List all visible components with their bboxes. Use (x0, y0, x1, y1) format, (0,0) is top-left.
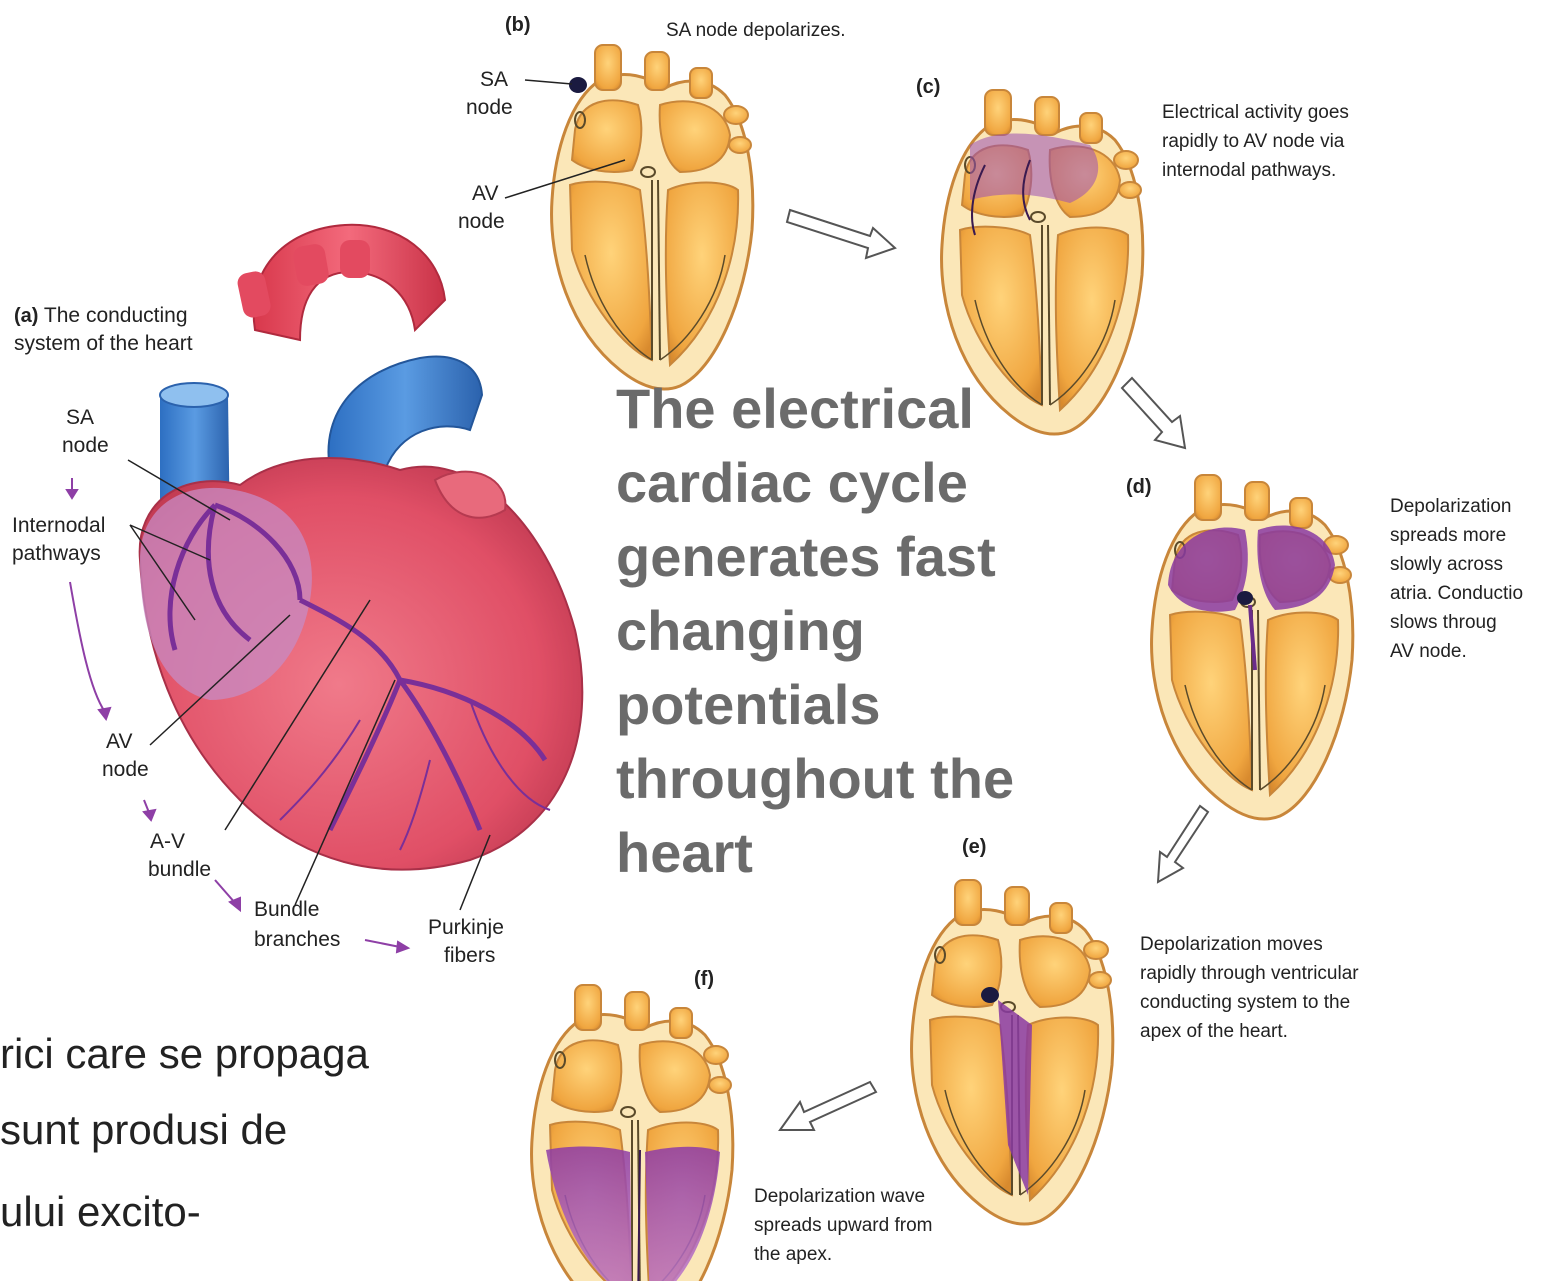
label-sa-node: SA (66, 404, 94, 431)
panel-d-caption: atria. Conductio (1390, 579, 1523, 608)
panel-f-caption: spreads upward from (754, 1211, 932, 1240)
panel-a-title: (a) The conducting (14, 302, 188, 330)
panel-b-caption: SA node depolarizes. (666, 16, 846, 45)
panel-a-title-line: The conducting (44, 304, 188, 327)
panel-d-tag: (d) (1126, 474, 1152, 501)
heart-panel-d (1152, 475, 1353, 819)
slide-text-line: rici care se propaga (0, 1030, 369, 1078)
panel-b-sa-label: SA (480, 66, 508, 93)
panel-f-caption: Depolarization wave (754, 1182, 925, 1211)
panel-b-tag: (b) (505, 12, 531, 39)
label-bundle-branches: Bundle (254, 896, 319, 923)
panel-c-caption: internodal pathways. (1162, 156, 1336, 185)
panel-d-caption: slows throug (1390, 608, 1497, 637)
headline-line: throughout the (616, 742, 1056, 816)
heart-panel-e (912, 880, 1113, 1224)
label-internodal: Internodal (12, 512, 105, 539)
headline-line: The electrical (616, 372, 1056, 446)
headline-line: heart (616, 816, 1056, 890)
panel-c-caption: Electrical activity goes (1162, 98, 1349, 127)
label-av-bundle: A-V (150, 828, 185, 855)
heart-panel-f (532, 985, 733, 1281)
panel-e-caption: rapidly through ventricular (1140, 959, 1359, 988)
headline-line: generates fast (616, 520, 1056, 594)
label-purkinje: Purkinje (428, 914, 504, 941)
panel-a-title-line: system of the heart (14, 330, 193, 357)
panel-d-caption: slowly across (1390, 550, 1503, 579)
panel-d-caption: AV node. (1390, 637, 1467, 666)
slide-text-line: ului excito- (0, 1188, 201, 1236)
panel-d-caption: spreads more (1390, 521, 1506, 550)
label-bundle-branches: branches (254, 926, 340, 953)
panel-e-tag: (e) (962, 834, 986, 861)
label-av-node: AV (106, 728, 132, 755)
headline-line: potentials (616, 668, 1056, 742)
slide-text-line: sunt produsi de (0, 1106, 287, 1154)
label-av-bundle: bundle (148, 856, 211, 883)
heart-panel-b (552, 45, 753, 389)
label-sa-node: node (62, 432, 109, 459)
panel-e-caption: Depolarization moves (1140, 930, 1323, 959)
headline-line: changing (616, 594, 1056, 668)
headline: The electrical cardiac cycle generates f… (616, 372, 1056, 890)
panel-c-tag: (c) (916, 74, 940, 101)
panel-b-av-label: node (458, 208, 505, 235)
headline-line: cardiac cycle (616, 446, 1056, 520)
label-purkinje: fibers (444, 942, 495, 969)
panel-e-caption: apex of the heart. (1140, 1017, 1288, 1046)
panel-c-caption: rapidly to AV node via (1162, 127, 1344, 156)
label-internodal: pathways (12, 540, 101, 567)
panel-a-tag: (a) (14, 305, 38, 327)
panel-b-sa-label: node (466, 94, 513, 121)
panel-f-tag: (f) (694, 966, 714, 993)
panel-d-caption: Depolarization (1390, 492, 1511, 521)
label-av-node: node (102, 756, 149, 783)
panel-f-caption: the apex. (754, 1240, 832, 1269)
panel-b-av-label: AV (472, 180, 498, 207)
panel-e-caption: conducting system to the (1140, 988, 1350, 1017)
